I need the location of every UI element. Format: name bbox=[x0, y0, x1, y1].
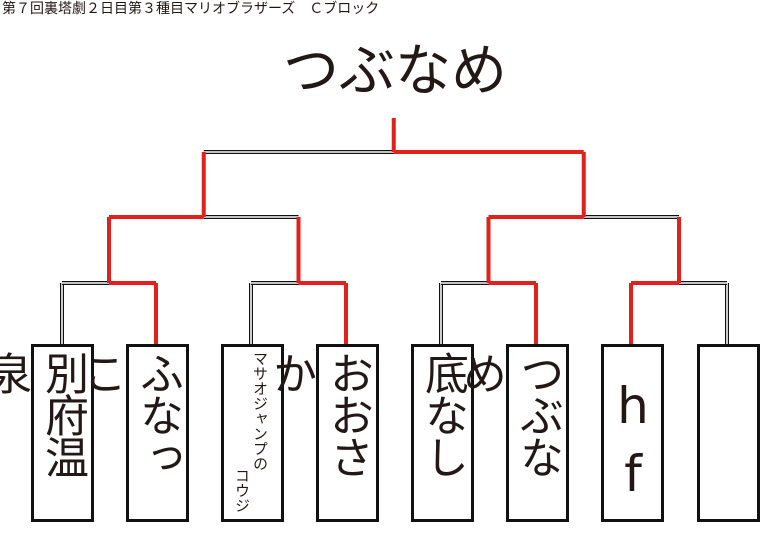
champion-name: つぶなめ bbox=[283, 39, 507, 104]
entrant-name: 底なし bbox=[417, 351, 468, 477]
entrant-box-1: 別府温泉 bbox=[0, 344, 94, 522]
entrant-name: マサオジャンプの bbox=[251, 351, 269, 471]
entrant-box-3: マサオジャンプの コウジ bbox=[221, 344, 284, 522]
entrant-box-2: ふなっこ bbox=[75, 344, 189, 522]
entrant-box-6: つぶなめ bbox=[455, 344, 569, 522]
entrant-box-4: おおさか bbox=[265, 344, 379, 522]
entrant-box-7: hf bbox=[601, 344, 664, 522]
entrant-name-line2: コウジ bbox=[233, 468, 251, 513]
block-title: 第７回裏塔劇２日目第３種目マリオブラザーズ Ｃブロック bbox=[2, 1, 380, 17]
entrant-name: つぶなめ bbox=[455, 351, 563, 477]
entrant-name: 別府温泉 bbox=[0, 351, 88, 477]
entrant-name: おおさか bbox=[265, 351, 373, 477]
entrant-name bbox=[700, 351, 757, 515]
entrant-box-8 bbox=[697, 344, 760, 522]
entrant-box-5: 底なし bbox=[411, 344, 474, 522]
entrant-name: hf bbox=[604, 377, 662, 513]
entrant-name: ふなっこ bbox=[75, 351, 183, 477]
